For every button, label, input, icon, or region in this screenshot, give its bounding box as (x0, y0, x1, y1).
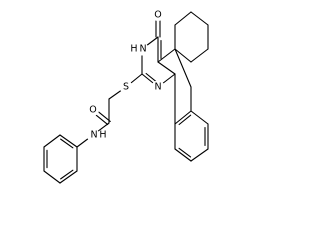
atom-label-background (151, 80, 165, 94)
bond (43, 134, 61, 148)
bond (174, 148, 192, 162)
bond (190, 11, 209, 26)
bond (174, 48, 192, 63)
bond (157, 61, 176, 75)
atom-label-background (97, 129, 109, 141)
bond (178, 114, 192, 126)
atom-label-background (127, 43, 139, 55)
bond (174, 48, 192, 88)
bond (190, 48, 209, 63)
bond (60, 169, 74, 180)
atom-label-background (119, 80, 133, 94)
atom-label-background (135, 42, 149, 56)
bond (190, 110, 209, 125)
atom-nitrogen-nh: N (139, 44, 146, 55)
atom-oxygen-carbonyl: O (154, 10, 161, 21)
bond (174, 110, 192, 125)
bond (60, 138, 74, 149)
atom-label-background (87, 104, 99, 116)
atom-oxygen-amide: O (89, 105, 96, 116)
bond (43, 170, 61, 184)
atom-nitrogen-amide: N (90, 130, 97, 141)
bonds (43, 11, 209, 184)
atom-sulfur: S (123, 82, 129, 93)
bond (59, 134, 78, 148)
atom-hydrogen-amide: H (99, 130, 106, 141)
bond (178, 147, 192, 158)
bond (59, 170, 78, 184)
atom-label-background (152, 9, 164, 21)
atom-label-background (86, 128, 100, 142)
bond (174, 11, 192, 26)
atom-hydrogen-nh: H (130, 44, 137, 55)
bond (157, 48, 176, 63)
bond (190, 148, 209, 162)
atom-nitrogen-ring: N (154, 82, 161, 93)
